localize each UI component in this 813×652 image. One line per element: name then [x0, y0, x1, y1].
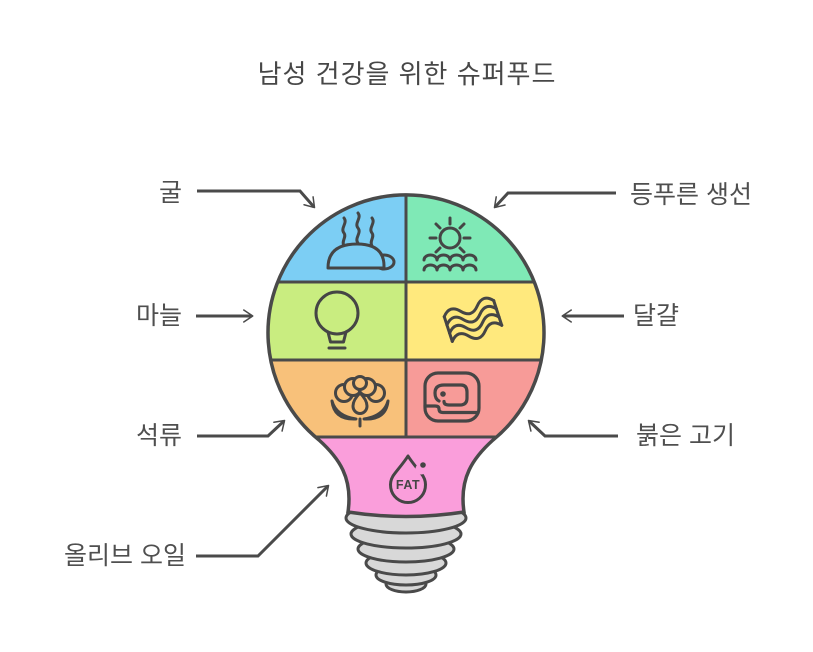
- meat-steak-icon: [423, 371, 481, 423]
- label-egg: 달걀: [633, 302, 679, 330]
- page-title: 남성 건강을 위한 슈퍼푸드: [258, 59, 557, 89]
- label-pomegranate: 석류: [136, 422, 182, 450]
- arrow-oyster: [197, 189, 316, 209]
- segment-red-meat: [406, 360, 544, 437]
- lightbulb-icon: [314, 290, 360, 350]
- label-oyster: 굴: [159, 179, 182, 207]
- label-olive-oil: 올리브 오일: [64, 542, 186, 570]
- label-red-meat: 붉은 고기: [636, 422, 735, 450]
- label-oily-fish: 등푸른 생선: [630, 181, 752, 209]
- steamed-oyster-icon: [326, 211, 396, 271]
- arrow-pomegranate: [197, 419, 286, 438]
- fat-droplet-icon: FAT: [389, 454, 427, 505]
- arrow-oily-fish: [493, 191, 616, 209]
- segment-dividers: [267, 194, 544, 439]
- sun-over-waves-icon: [422, 216, 478, 272]
- segment-garlic: [267, 282, 406, 360]
- segment-oily-fish: [406, 194, 544, 282]
- fat-label: FAT: [396, 478, 420, 492]
- bulb-outline: [266, 193, 546, 519]
- segment-egg: [406, 282, 544, 360]
- bacon-strip-icon: [442, 296, 504, 343]
- arrow-red-meat: [527, 419, 618, 438]
- label-garlic: 마늘: [136, 302, 182, 330]
- connector-arrows: [196, 189, 624, 558]
- arrow-olive-oil: [196, 484, 330, 558]
- pomegranate-flower-icon: [330, 375, 390, 428]
